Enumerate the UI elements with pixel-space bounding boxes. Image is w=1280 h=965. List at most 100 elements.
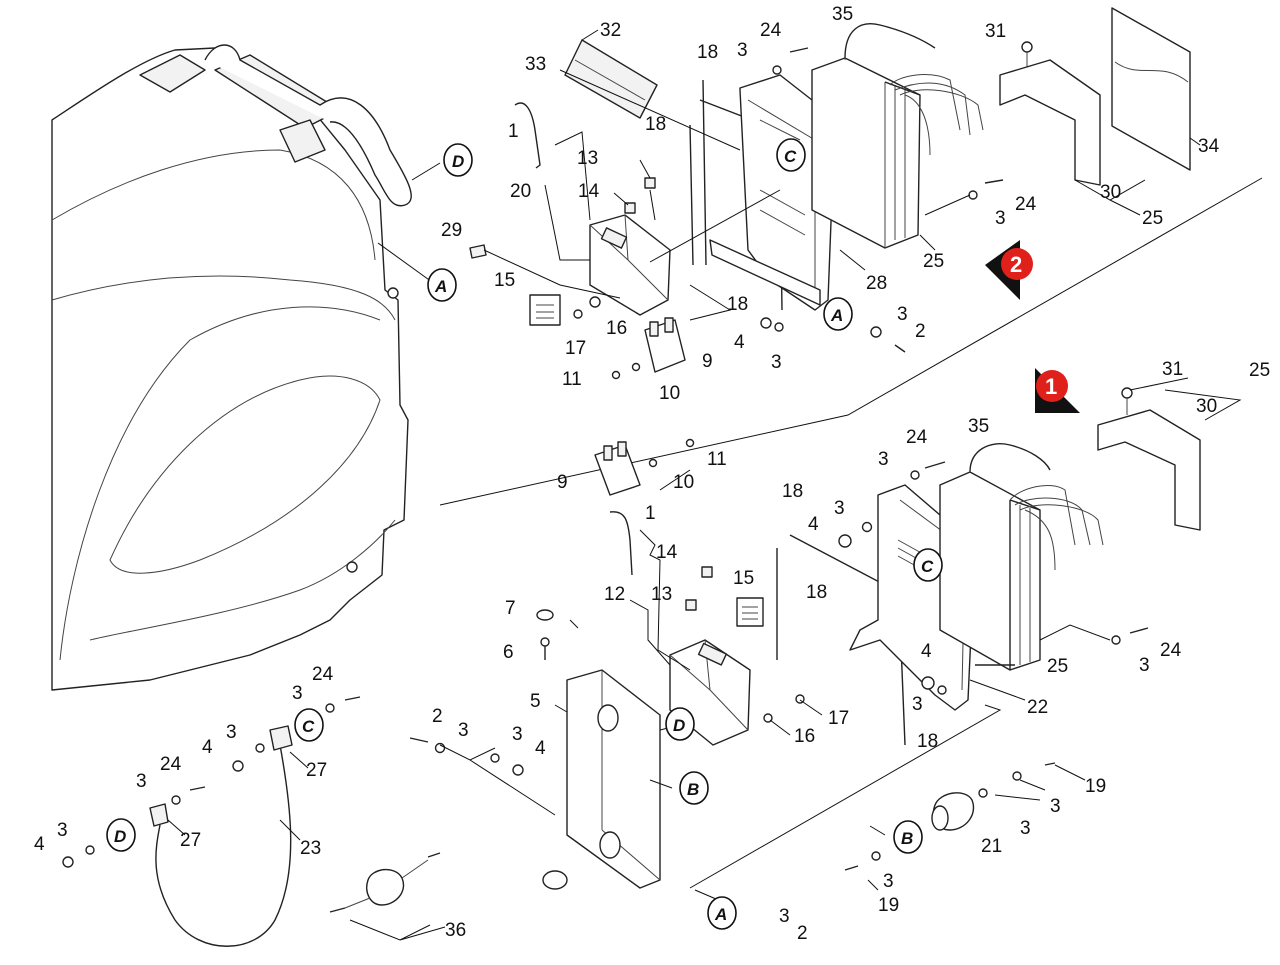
view-badge-1: 1 [1035, 368, 1080, 413]
label-24: 24 [760, 20, 782, 41]
view-divider-line [439, 177, 1263, 506]
label-29: 29 [441, 220, 462, 241]
part-28-frame [739, 74, 836, 311]
label-24: 24 [160, 754, 182, 775]
label-18: 18 [806, 582, 827, 603]
label-10: 10 [673, 472, 694, 493]
label-30: 30 [1196, 396, 1217, 417]
label-33: 33 [525, 54, 546, 75]
label-9: 9 [557, 472, 568, 493]
label-15: 15 [733, 568, 754, 589]
label-19: 19 [878, 895, 899, 916]
label-31: 31 [1162, 359, 1183, 380]
label-3: 3 [878, 449, 889, 470]
label-3: 3 [995, 208, 1006, 229]
label-16: 16 [794, 726, 815, 747]
svg-text:B: B [687, 780, 699, 799]
label-5: 5 [530, 691, 541, 712]
ref-a-upper [427, 268, 457, 302]
label-12: 12 [604, 584, 625, 605]
label-11: 11 [707, 449, 727, 470]
ref-b-plate [679, 771, 709, 805]
svg-text:A: A [714, 905, 727, 924]
label-11: 11 [562, 369, 582, 390]
label-32: 32 [600, 20, 621, 41]
svg-text:A: A [830, 306, 843, 325]
lower-assembly [62, 387, 1201, 947]
part-30-cover-lower [1097, 409, 1201, 531]
ref-d-lower [665, 707, 695, 741]
part-15-label [529, 294, 561, 326]
label-4: 4 [535, 738, 546, 759]
label-35: 35 [968, 416, 989, 437]
label-34: 34 [1198, 136, 1220, 157]
label-14: 14 [578, 181, 600, 202]
label-25: 25 [1249, 360, 1270, 381]
part-35-cable [844, 23, 936, 59]
svg-text:D: D [452, 152, 464, 171]
part-20-controller [589, 214, 671, 316]
label-13: 13 [577, 148, 598, 169]
label-25: 25 [923, 251, 944, 272]
label-10: 10 [659, 383, 680, 404]
label-4: 4 [734, 332, 745, 353]
label-25: 25 [1047, 656, 1068, 677]
svg-text:B: B [901, 829, 913, 848]
ref-a-lower [707, 896, 737, 930]
svg-text:D: D [673, 716, 685, 735]
label-3: 3 [512, 724, 523, 745]
label-3: 3 [136, 771, 147, 792]
label-3: 3 [771, 352, 782, 373]
part-23-cable [155, 744, 292, 947]
label-35: 35 [832, 4, 853, 25]
label-27: 27 [306, 760, 327, 781]
label-7: 7 [505, 598, 516, 619]
label-14: 14 [656, 542, 678, 563]
label-21: 21 [981, 836, 1002, 857]
label-24: 24 [1160, 640, 1182, 661]
svg-text:C: C [784, 147, 797, 166]
svg-text:2: 2 [1010, 252, 1022, 277]
part-1-cable [514, 102, 541, 169]
label-27: 27 [180, 830, 201, 851]
label-3: 3 [897, 304, 908, 325]
ref-a-upper-frame [823, 297, 853, 331]
label-22: 22 [1027, 697, 1048, 718]
label-15: 15 [494, 270, 515, 291]
label-17: 17 [828, 708, 849, 729]
label-28: 28 [866, 273, 887, 294]
label-23: 23 [300, 838, 321, 859]
label-3: 3 [1050, 796, 1061, 817]
label-3: 3 [883, 871, 894, 892]
ref-c-lower [913, 548, 943, 582]
part-34-panel [1111, 7, 1191, 171]
label-3: 3 [1020, 818, 1031, 839]
label-18: 18 [782, 481, 803, 502]
label-4: 4 [921, 641, 932, 662]
label-1: 1 [508, 121, 519, 142]
label-17: 17 [565, 338, 586, 359]
label-1: 1 [645, 503, 656, 524]
ref-c-upper [776, 138, 806, 172]
label-36: 36 [445, 920, 466, 941]
label-19: 19 [1085, 776, 1106, 797]
label-24: 24 [906, 427, 928, 448]
label-3: 3 [737, 40, 748, 61]
label-3: 3 [779, 906, 790, 927]
label-16: 16 [606, 318, 627, 339]
label-18: 18 [645, 114, 666, 135]
label-18: 18 [697, 42, 718, 63]
part-30-cover [999, 59, 1101, 186]
part-labels: 32 33 1 18 18 3 24 35 31 34 13 14 20 30 … [34, 4, 1270, 944]
label-3: 3 [834, 498, 845, 519]
label-6: 6 [503, 642, 514, 663]
label-2: 2 [915, 321, 926, 342]
svg-text:C: C [302, 717, 315, 736]
ref-b-mount [893, 820, 923, 854]
label-4: 4 [202, 737, 213, 758]
ref-c-cable [294, 708, 324, 742]
label-2: 2 [432, 706, 443, 727]
ref-d-upper [443, 143, 473, 177]
label-25: 25 [1142, 208, 1163, 229]
label-30: 30 [1100, 182, 1121, 203]
